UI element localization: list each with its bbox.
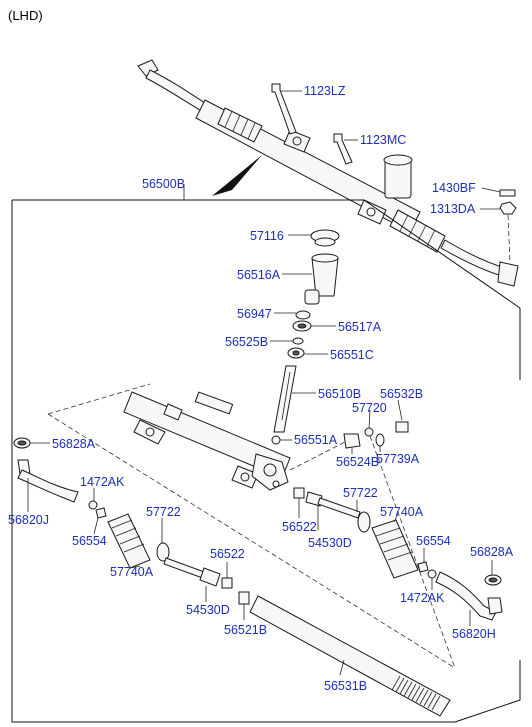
label-57739A: 57739A [376,452,420,466]
bellows-57740A-left [107,513,151,569]
part-1430BF [499,189,516,197]
top-left-bellows [217,107,263,143]
label-57740A-right: 57740A [380,505,424,519]
label-56522-left: 56522 [210,547,245,561]
label-56500B: 56500B [142,177,185,191]
label-1123LZ: 1123LZ [304,84,346,98]
tie-rod-end-56820J [17,469,79,503]
nut-56554-right [417,561,429,573]
label-57740A-left: 57740A [110,565,154,579]
ring-56947 [295,310,311,320]
label-1430BF: 1430BF [432,181,476,195]
ring-56551A [271,435,281,445]
inner-dashed-box [47,383,456,669]
nut-1472AK-right [427,569,437,579]
yoke-56524B [343,433,361,449]
part-labels: 57116 56516A 56947 56517A 56525B 56551C … [8,229,514,693]
label-56531B: 56531B [324,679,367,693]
label-56521B: 56521B [224,623,267,637]
label-56820J: 56820J [8,513,49,527]
assembly-arrow [212,155,262,196]
label-57722-left: 57722 [146,505,181,519]
bellows-57740A-right [371,519,419,579]
washer-56522-left [221,577,233,589]
rack-56531B [249,595,451,717]
nut-1313DA [499,201,517,215]
label-56828A-right: 56828A [470,545,514,559]
label-56820H: 56820H [452,627,496,641]
nut-56554-left [95,507,107,519]
label-56947: 56947 [237,307,272,321]
assembly-frame [11,199,521,723]
label-56524B: 56524B [336,455,379,469]
label-1472AK-left: 1472AK [80,475,125,489]
tie-rod-end-56820H [435,571,497,621]
label-54530D-left: 54530D [186,603,230,617]
tube-56500B [194,391,234,415]
label-54530D-right: 54530D [308,536,352,550]
clamp-57722-left [156,542,170,562]
rack-teeth [391,675,441,711]
top-rack-assembly [137,59,519,287]
cap-56532B [395,421,409,433]
label-57116: 57116 [250,229,284,243]
label-56525B: 56525B [225,335,268,349]
drive-side-label: (LHD) [8,8,43,23]
right-tie-rod [440,239,506,277]
label-56554-right: 56554 [416,534,451,548]
nut-56521B [238,591,250,605]
label-57720: 57720 [352,401,387,415]
label-56510B: 56510B [318,387,361,401]
label-56828A-left: 56828A [52,437,96,451]
leader-lines [27,234,493,676]
label-57722-right: 57722 [343,486,378,500]
label-1123MC: 1123MC [360,133,406,147]
valve-housing [384,159,412,199]
label-56532B: 56532B [380,387,423,401]
label-56517A: 56517A [338,320,382,334]
right-tie-rod-end [497,261,519,287]
label-56551A: 56551A [294,433,338,447]
pinion-56510B [273,365,297,433]
label-56551C: 56551C [330,348,374,362]
spring-57720 [364,427,374,437]
label-1313DA: 1313DA [430,202,476,216]
clamp-57722-right [357,511,371,533]
nut-1472AK-left [88,500,98,510]
ring-56525B [292,337,304,345]
oring-57739A [375,433,385,447]
top-right-bellows [389,209,446,253]
label-56516A: 56516A [237,268,281,282]
exploded-parts [13,229,503,717]
left-tie-rod [145,69,206,111]
label-56522-right: 56522 [282,520,317,534]
label-1472AK-right: 1472AK [400,591,445,605]
washer-56522-right [293,487,305,499]
label-56554-left: 56554 [72,534,107,548]
bolt-1123MC [333,133,353,165]
bolt-1123LZ [271,83,297,135]
